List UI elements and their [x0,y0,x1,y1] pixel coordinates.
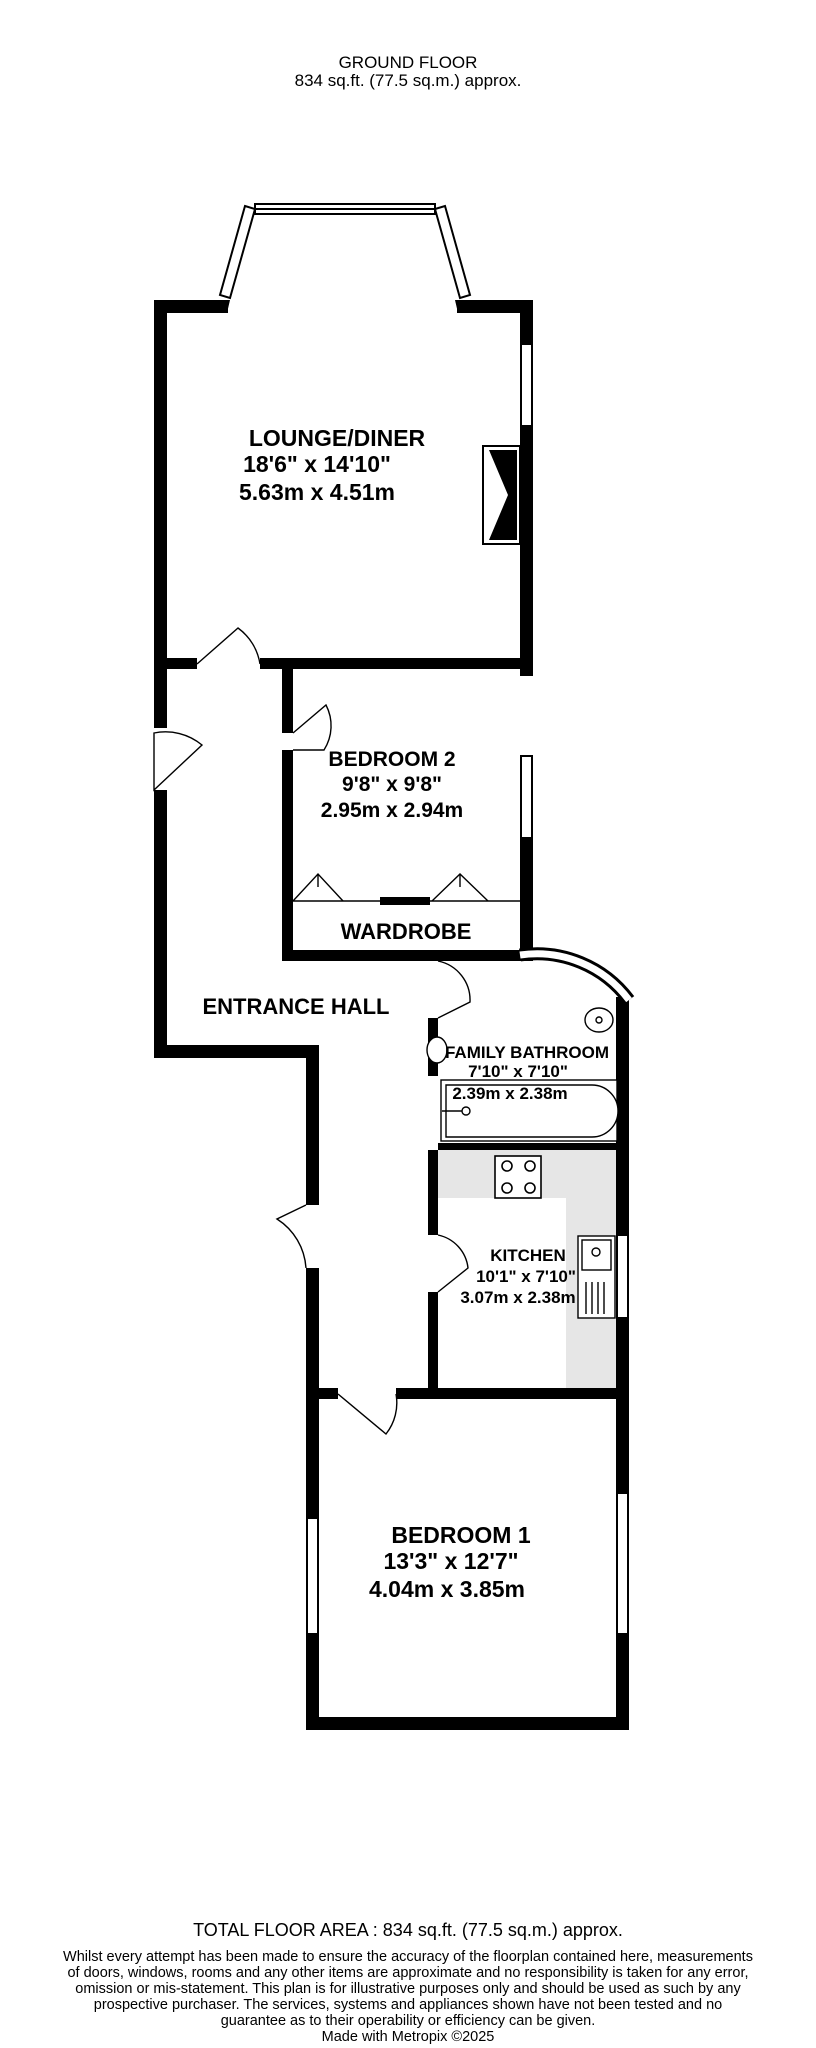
wardrobe-label: WARDROBE [341,919,472,944]
bathroom-metric: 2.39m x 2.38m [452,1084,567,1103]
bathroom-name: FAMILY BATHROOM [445,1043,609,1062]
walls [154,300,629,1730]
bedroom2-imperial: 9'8" x 9'8" [342,773,442,796]
wardrobe-rail [380,897,430,905]
hob-icon [494,1155,542,1199]
bay-window-sides [218,204,472,300]
bedroom2-window [520,755,533,839]
kitchen-name: KITCHEN [490,1246,566,1265]
kitchen-imperial: 10'1" x 7'10" [476,1267,576,1286]
wardrobe-doors [292,872,520,902]
bedroom2-metric: 2.95m x 2.94m [321,799,463,822]
lounge-imperial: 18'6" x 14'10" [243,451,391,477]
lounge-metric: 5.63m x 4.51m [239,479,395,505]
total-floor-area: TOTAL FLOOR AREA : 834 sq.ft. (77.5 sq.m… [193,1920,623,1940]
bedroom1-imperial: 13'3" x 12'7" [383,1548,518,1574]
lounge-side-window [520,343,533,427]
kitchen-metric: 3.07m x 2.38m [460,1288,575,1307]
lounge-name: LOUNGE/DINER [249,425,426,451]
bathroom-fittings [426,1007,619,1142]
sink-icon [577,1235,616,1319]
bedroom2-name: BEDROOM 2 [328,748,455,771]
bedroom1-left-window [306,1517,319,1635]
floor-plan: LOUNGE/DINER 18'6" x 14'10" 5.63m x 4.51… [153,203,635,1730]
bathroom-imperial: 7'10" x 7'10" [468,1062,568,1081]
bedroom1-right-window [616,1492,629,1635]
bedroom1-name: BEDROOM 1 [391,1522,531,1548]
floor-title: GROUND FLOOR [338,53,478,72]
floor-area: 834 sq.ft. (77.5 sq.m.) approx. [294,71,522,90]
fireplace [482,445,521,545]
bedroom1-metric: 4.04m x 3.85m [369,1576,525,1602]
bathroom-curved-window [519,947,635,1004]
doors [153,627,471,1435]
disclaimer-text: Whilst every attempt has been made to en… [63,1949,753,2029]
credit: Made with Metropix ©2025 [321,2029,495,2045]
disclaimer: Whilst every attempt has been made to en… [60,1949,756,2045]
kitchen-window [616,1234,629,1319]
toilet-icon [426,1036,448,1064]
hall-label: ENTRANCE HALL [203,994,390,1019]
